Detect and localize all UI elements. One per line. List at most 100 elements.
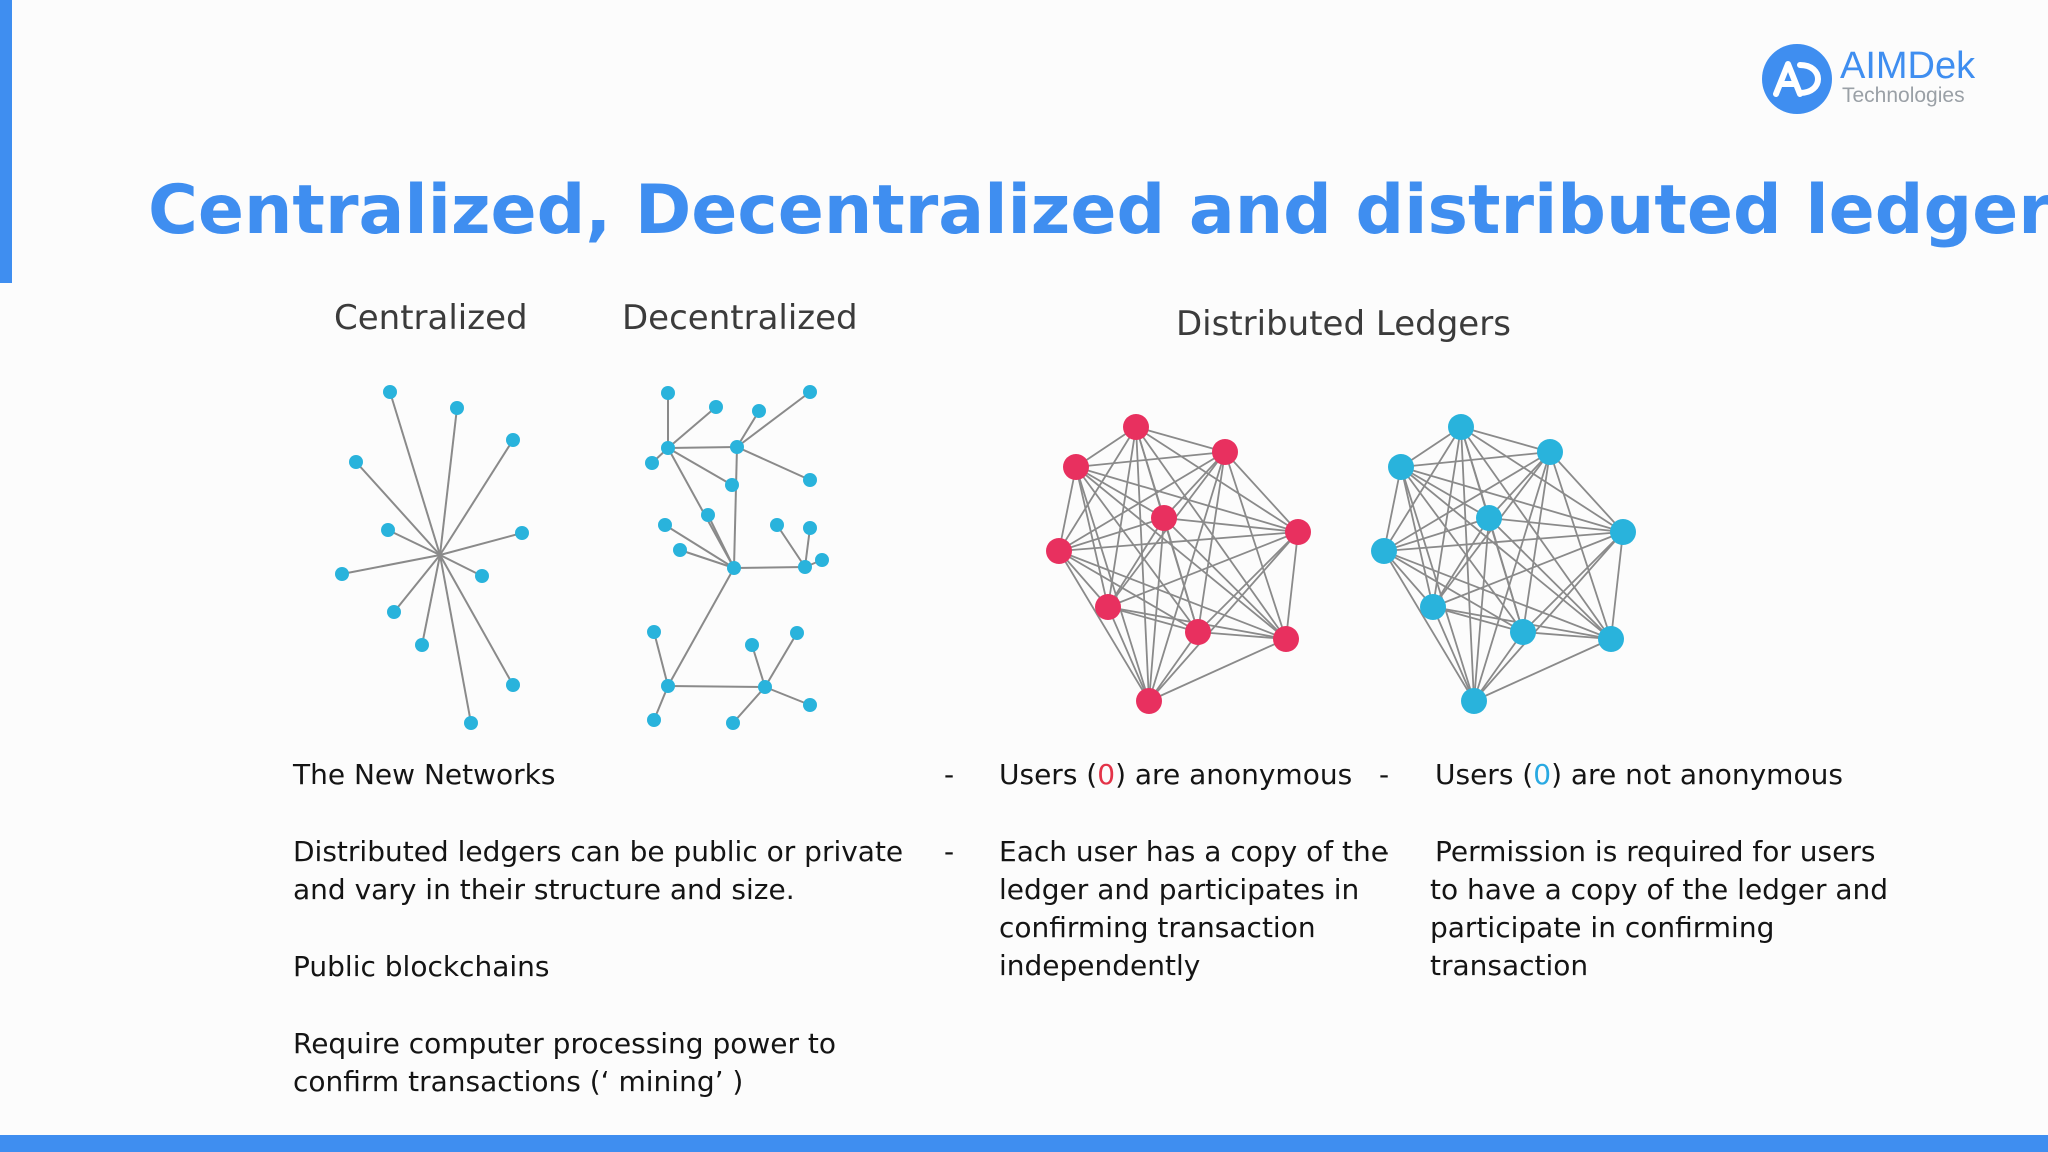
network-edge	[1224, 451, 1287, 640]
decentralized-label: Decentralized	[622, 298, 858, 338]
network-edge	[667, 447, 735, 569]
network-edge	[1473, 638, 1612, 702]
network-edge	[736, 446, 811, 481]
each-user-line-2: ledger and participates in	[999, 873, 1360, 906]
users-not-anonymous-text: Users (0) are not anonymous	[1435, 758, 1843, 791]
network-node	[798, 560, 812, 574]
network-edge	[1197, 451, 1226, 633]
network-edge	[389, 391, 441, 556]
slide-title: Centralized, Decentralized and distribut…	[148, 171, 2048, 250]
network-edge	[1197, 631, 1287, 640]
network-edge	[1460, 426, 1475, 702]
network-edge	[1285, 531, 1299, 640]
network-node	[335, 567, 349, 581]
centralized-network-diagram	[335, 385, 529, 730]
network-edge	[439, 532, 523, 556]
network-edge	[707, 514, 735, 569]
network-node	[790, 626, 804, 640]
network-edge	[1400, 466, 1612, 640]
network-node	[661, 386, 675, 400]
network-edge	[1460, 426, 1551, 453]
permission-line-3: participate in confirming	[1430, 911, 1775, 944]
network-edge	[393, 554, 441, 613]
network-node	[506, 433, 520, 447]
network-node	[515, 526, 529, 540]
network-node	[387, 605, 401, 619]
network-edge	[1383, 517, 1490, 552]
network-edge	[439, 554, 472, 724]
network-edge	[1522, 631, 1612, 640]
network-edge	[1460, 426, 1612, 640]
bullet-dash: -	[1379, 758, 1390, 791]
network-node	[1448, 414, 1474, 440]
network-node	[815, 553, 829, 567]
network-node	[1371, 538, 1397, 564]
network-edge	[1522, 531, 1624, 633]
network-node	[349, 455, 363, 469]
network-node	[658, 518, 672, 532]
network-node	[1510, 619, 1536, 645]
network-edge	[664, 524, 735, 569]
processing-power-line-1: Require computer processing power to	[293, 1027, 837, 1060]
network-node	[1185, 619, 1211, 645]
network-edge	[1473, 531, 1624, 702]
network-node	[727, 561, 741, 575]
network-node	[725, 478, 739, 492]
bottom-accent-bar	[0, 1135, 2048, 1152]
network-edge	[733, 566, 806, 569]
network-node	[1063, 454, 1089, 480]
network-node	[475, 569, 489, 583]
network-edge	[1135, 426, 1287, 640]
network-node	[758, 680, 772, 694]
anonymous-network-nodes	[1046, 414, 1311, 714]
network-node	[701, 508, 715, 522]
network-edge	[653, 631, 669, 687]
network-edge	[1432, 606, 1475, 702]
network-edge	[1400, 466, 1434, 608]
logo-name: AIMDek	[1840, 45, 1976, 87]
red-zero: 0	[1097, 758, 1116, 791]
network-node	[1476, 505, 1502, 531]
network-node	[803, 385, 817, 399]
network-edge	[1075, 466, 1165, 519]
network-edge	[679, 549, 735, 569]
network-edge	[1148, 517, 1165, 702]
network-edge	[764, 632, 798, 688]
company-logo: AIMDek Technologies	[1762, 40, 1982, 120]
network-edge	[1383, 426, 1462, 552]
centralized-label: Centralized	[334, 298, 528, 338]
network-edge	[1058, 426, 1137, 552]
network-edge	[387, 529, 441, 556]
network-node	[770, 518, 784, 532]
network-edge	[1075, 466, 1150, 702]
decentralized-network-diagram	[645, 385, 829, 730]
network-node	[1537, 439, 1563, 465]
network-edge	[1610, 531, 1624, 640]
users-anonymous-text: Users (0) are anonymous	[999, 758, 1353, 791]
network-node	[752, 404, 766, 418]
network-edge	[1135, 426, 1150, 702]
network-edge	[1163, 517, 1299, 533]
network-edge	[1075, 466, 1287, 640]
network-node	[661, 441, 675, 455]
new-networks-heading: The New Networks	[293, 758, 556, 791]
network-node	[506, 678, 520, 692]
network-edge	[1107, 426, 1137, 608]
anonymous-network-edges	[1058, 426, 1299, 702]
network-edge	[1148, 631, 1199, 702]
network-node	[1420, 594, 1446, 620]
network-edge	[732, 686, 766, 724]
network-edge	[1549, 451, 1612, 640]
network-node	[464, 716, 478, 730]
each-user-line-3: confirming transaction	[999, 911, 1316, 944]
network-edge	[355, 461, 441, 556]
network-edge	[1488, 517, 1624, 533]
each-user-line-4: independently	[999, 949, 1201, 982]
network-node	[1136, 688, 1162, 714]
network-node	[803, 473, 817, 487]
network-edge	[1432, 606, 1524, 633]
network-edge	[1400, 466, 1490, 519]
network-edge	[421, 554, 441, 646]
network-edge	[1075, 466, 1299, 533]
network-edge	[764, 686, 811, 706]
